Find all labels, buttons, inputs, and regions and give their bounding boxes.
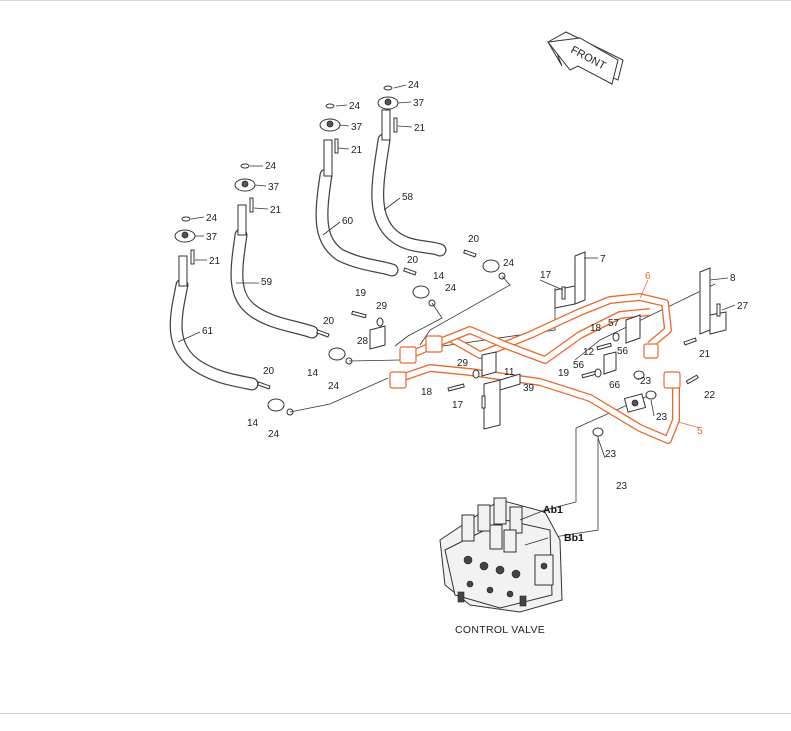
pipe-flange-left-2 (425, 335, 443, 353)
callout-27: 27 (737, 301, 749, 312)
callout-14: 14 (433, 271, 445, 282)
callout-24: 24 (328, 381, 340, 392)
control-valve-illustration (439, 497, 563, 613)
front-direction-arrow: FRONT (547, 31, 624, 85)
callout-20: 20 (263, 366, 275, 377)
callout-29: 29 (457, 358, 469, 369)
callout-56: 56 (617, 346, 629, 357)
callout-61: 61 (202, 326, 214, 337)
lower-flanges (267, 259, 506, 416)
flange-c (234, 178, 256, 236)
callout-37: 37 (413, 98, 425, 109)
fasteners (190, 117, 721, 437)
callout-59: 59 (261, 277, 273, 288)
callout-56: 56 (573, 360, 585, 371)
clamp-12 (603, 351, 617, 375)
callout-37: 37 (351, 122, 363, 133)
callout-14: 14 (247, 418, 259, 429)
callout-24: 24 (408, 80, 420, 91)
pipe-flange-right-1 (643, 343, 659, 359)
callout-28: 28 (357, 336, 369, 347)
callout-24: 24 (349, 101, 361, 112)
callout-23: 23 (640, 376, 652, 387)
callout-7: 7 (600, 254, 606, 265)
flange-b (319, 118, 341, 177)
callout-20: 20 (323, 316, 335, 327)
callout-60: 60 (342, 216, 354, 227)
callout-18: 18 (590, 323, 602, 334)
callout-labels: 24 37 21 24 37 21 24 37 21 24 37 21 58 6… (202, 80, 749, 492)
callout-20: 20 (468, 234, 480, 245)
callout-23: 23 (656, 412, 668, 423)
pipe-flange-left-1 (399, 346, 417, 364)
bracket-11 (481, 351, 497, 377)
hoses (169, 133, 447, 391)
upper-flanges (174, 85, 399, 287)
callout-14: 14 (307, 368, 319, 379)
callout-29: 29 (376, 301, 388, 312)
callout-11: 11 (504, 367, 515, 378)
callout-17: 17 (540, 270, 552, 281)
callout-22: 22 (704, 390, 716, 401)
clamp-57 (625, 314, 641, 344)
top-border (0, 0, 791, 1)
callout-39: 39 (523, 383, 535, 394)
callout-21: 21 (209, 256, 221, 267)
block-66 (623, 393, 647, 413)
clamp-28 (369, 325, 386, 350)
callout-leaders (177, 84, 736, 459)
port-label-bb1: Bb1 (564, 532, 584, 544)
pipe-flange-right-2 (663, 371, 681, 389)
bracket-39 (483, 373, 521, 430)
bracket-8 (699, 267, 727, 335)
callout-24: 24 (206, 213, 218, 224)
callout-37: 37 (206, 232, 218, 243)
callout-37: 37 (268, 182, 280, 193)
callout-5: 5 (697, 426, 703, 437)
brackets (369, 251, 727, 430)
flange-a (377, 96, 399, 141)
callout-17: 17 (452, 400, 464, 411)
port-label-ab1: Ab1 (543, 504, 563, 516)
callout-24: 24 (445, 283, 457, 294)
bottom-border (0, 713, 791, 714)
callout-21: 21 (414, 123, 426, 134)
callout-23: 23 (605, 449, 617, 460)
callout-8: 8 (730, 273, 736, 284)
callout-6: 6 (645, 271, 651, 282)
callout-24: 24 (268, 429, 280, 440)
callout-24: 24 (265, 161, 277, 172)
callout-21: 21 (351, 145, 363, 156)
callout-57: 57 (608, 318, 620, 329)
callout-21: 21 (699, 349, 711, 360)
callout-21: 21 (270, 205, 282, 216)
pipe-flange-left-3 (389, 371, 407, 389)
callout-18: 18 (421, 387, 433, 398)
callout-23: 23 (616, 481, 628, 492)
callout-66: 66 (609, 380, 621, 391)
control-valve-caption: CONTROL VALVE (455, 624, 545, 636)
callout-12: 12 (583, 347, 595, 358)
callout-20: 20 (407, 255, 419, 266)
highlighted-pipes (389, 279, 701, 444)
callout-58: 58 (402, 192, 414, 203)
callout-19: 19 (355, 288, 367, 299)
bracket-7 (554, 251, 586, 309)
callout-24: 24 (503, 258, 515, 269)
callout-19: 19 (558, 368, 570, 379)
